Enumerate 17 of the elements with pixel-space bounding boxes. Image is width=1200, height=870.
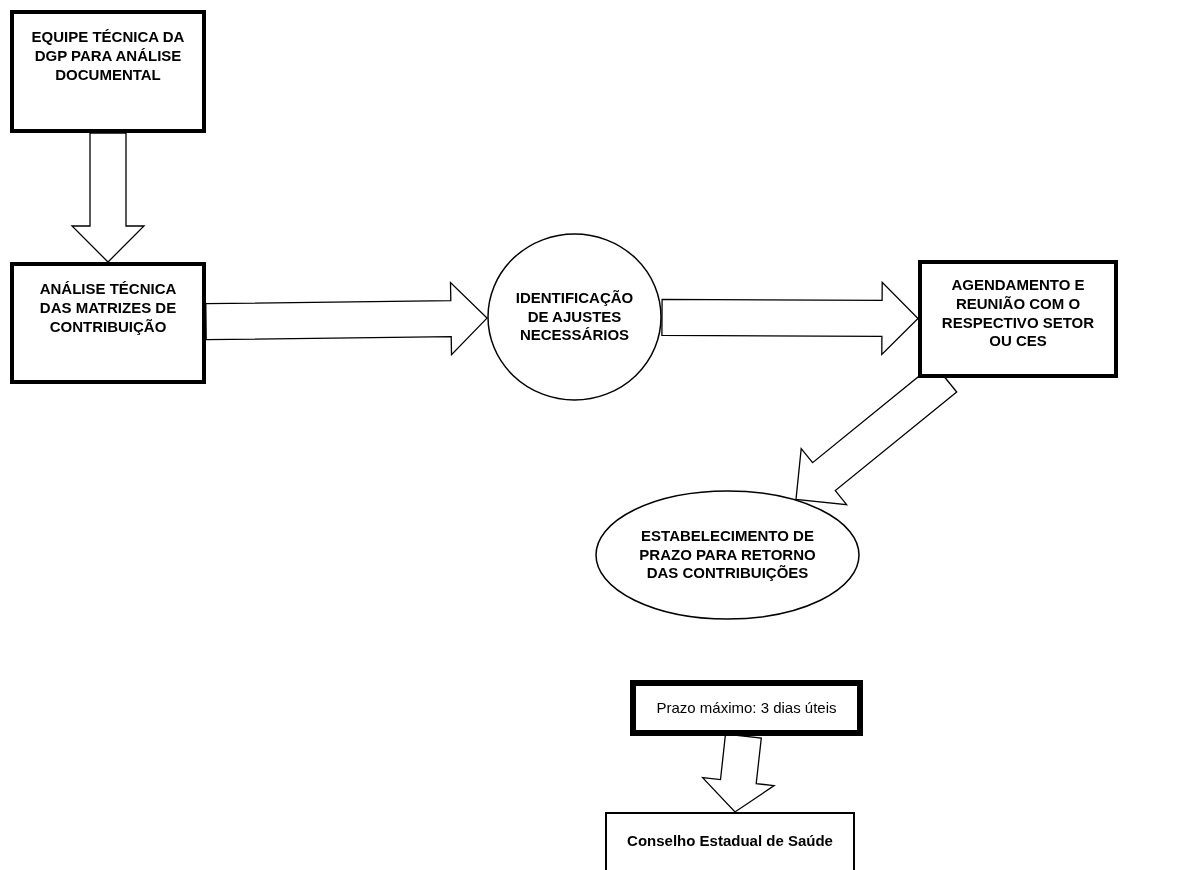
- node-text: AGENDAMENTO E REUNIÃO COM O RESPECTIVO SETOR OU CES: [940, 276, 1096, 351]
- node-text: EQUIPE TÉCNICA DA DGP PARA ANÁLISE DOCUMENTAL: [30, 28, 186, 85]
- node-text: Conselho Estadual de Saúde: [627, 832, 833, 851]
- node-text: ANÁLISE TÉCNICA DAS MATRIZES DE CONTRIBUIÇÃO: [38, 280, 178, 337]
- process-box: [10, 10, 206, 133]
- node-text: Prazo máximo: 3 dias úteis: [656, 698, 837, 718]
- block-arrow: [700, 733, 776, 813]
- process-ellipse: [595, 490, 860, 620]
- process-box: [918, 260, 1118, 378]
- process-ellipse: [487, 233, 662, 401]
- process-box: [630, 680, 863, 736]
- node-text: IDENTIFICAÇÃO DE AJUSTES NECESSÁRIOS: [514, 288, 635, 346]
- process-box: [10, 262, 206, 384]
- node-text: ESTABELECIMENTO DE PRAZO PARA RETORNO DAS CONTRIBUIÇÕES: [638, 526, 817, 584]
- block-arrow: [70, 132, 146, 263]
- block-arrow: [205, 281, 488, 357]
- block-arrow: [661, 280, 919, 356]
